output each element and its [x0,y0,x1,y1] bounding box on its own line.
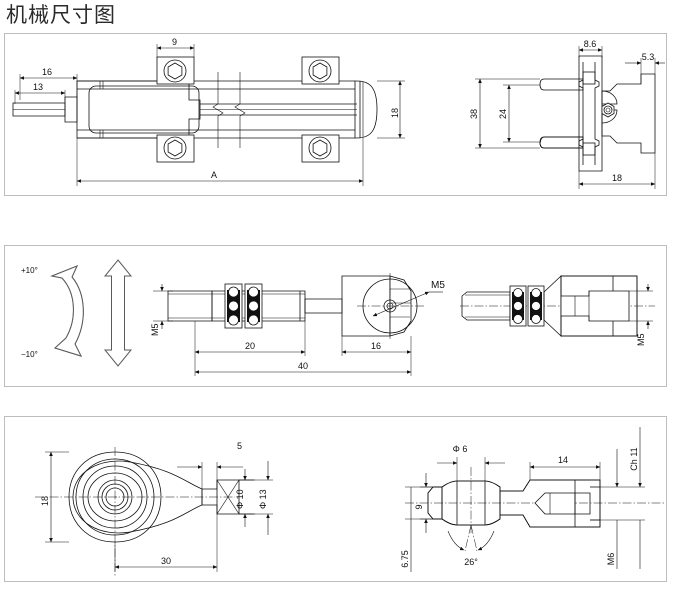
dimension-label: 26° [464,557,478,567]
dimension-label: Φ 13 [258,489,268,509]
vertical-double-arrow-icon [103,259,133,367]
dimension-label: 18 [612,173,622,183]
dimension-18-vertical: 18 [377,80,405,139]
dimension-M5-right: M5 [629,284,653,346]
dimension-label: 16 [371,341,381,351]
dimension-label: 9 [172,37,177,47]
rod-end-panel: 18 30 5 Φ 10 [4,416,667,582]
dimension-9: 9 [156,37,195,58]
curved-double-arrow-icon [50,265,84,357]
mounting-detail-panel: +10° −10° [4,245,667,387]
dimension-label: Φ 6 [453,444,468,454]
rod-end-drawing: 18 30 5 Φ 10 [5,417,666,581]
dimension-5-3: 5.3 [625,52,665,84]
dimension-26-deg: 26° [447,524,495,567]
dimension-18-rodend: 18 [40,451,69,543]
dimension-A: A [76,138,364,186]
dimension-24: 24 [498,84,540,143]
dimension-label: 6.75 [400,550,410,568]
rod-end-bearing-view [35,447,255,577]
dimension-38: 38 [469,78,540,149]
dimension-label: Φ 10 [235,489,245,509]
dimension-20: 20 [194,321,306,356]
dimension-label: 5 [237,441,242,451]
dimension-label: 9 [414,504,424,509]
thread-label-M5: M5 [431,280,445,291]
dimension-18-bottom: 18 [578,153,656,189]
top-view-drawing: 16 13 9 18 A [5,34,666,195]
dimension-phi-10: Φ 10 [235,469,253,527]
dimension-label: M5 [150,323,160,336]
dimension-label: 14 [558,455,568,465]
cylinder-cable-stub [12,96,78,123]
angle-label-minus: −10° [21,350,38,359]
dimension-label: M6 [606,553,616,566]
dimension-phi-13: Φ 13 [255,461,273,535]
dimension-14: 14 [529,455,601,480]
circular-end-view: M5 [357,273,445,339]
dimension-label: 13 [33,82,43,92]
mounting-bracket-upper-right [301,56,340,85]
dimension-label: 5.3 [642,52,655,62]
dimension-ch-11: Ch 11 [600,427,645,488]
mounting-bracket-upper-left [156,56,195,85]
mounting-bracket-lower-left [156,134,195,163]
page-title: 机械尺寸图 [6,3,116,27]
dimension-label: 38 [469,109,479,119]
dimension-label: 20 [245,341,255,351]
coupling-section-view [460,275,655,337]
angle-label-plus: +10° [21,266,38,275]
dimension-label: A [211,170,217,180]
threaded-stud-assembly [167,275,412,337]
dimension-label: 18 [390,108,400,118]
dimension-13: 13 [14,82,66,104]
mounting-detail-drawing: +10° −10° [5,246,666,386]
dimension-6-75: 6.75 [400,486,442,572]
dimension-8-6: 8.6 [578,39,603,58]
break-line-right [234,72,246,148]
dimension-30: 30 [114,514,218,572]
dimension-5: 5 [177,441,243,489]
dimension-M5-left: M5 [150,284,173,336]
top-view-panel: 16 13 9 18 A [4,33,667,196]
dimension-label: M5 [636,333,646,346]
dimension-label: 40 [298,361,308,371]
mounting-bracket-lower-right [301,134,340,163]
dimension-label: 30 [161,556,171,566]
dimension-label: 16 [42,67,52,77]
dimension-label: 18 [40,496,50,506]
dimension-phi-6: Φ 6 [437,444,505,481]
dimension-16: 16 [19,67,78,100]
cylinder-end-view [539,55,656,172]
cylinder-end-cap [354,80,378,139]
dimension-40: 40 [194,356,412,376]
ball-stud-section-view [405,467,666,533]
dimension-label: 8.6 [584,39,597,49]
dimension-M6: M6 [590,519,645,569]
dimension-16-mid: 16 [341,336,412,356]
dimension-label: Ch 11 [629,447,639,470]
dimension-label: 24 [498,109,508,119]
break-line-left [212,72,224,148]
